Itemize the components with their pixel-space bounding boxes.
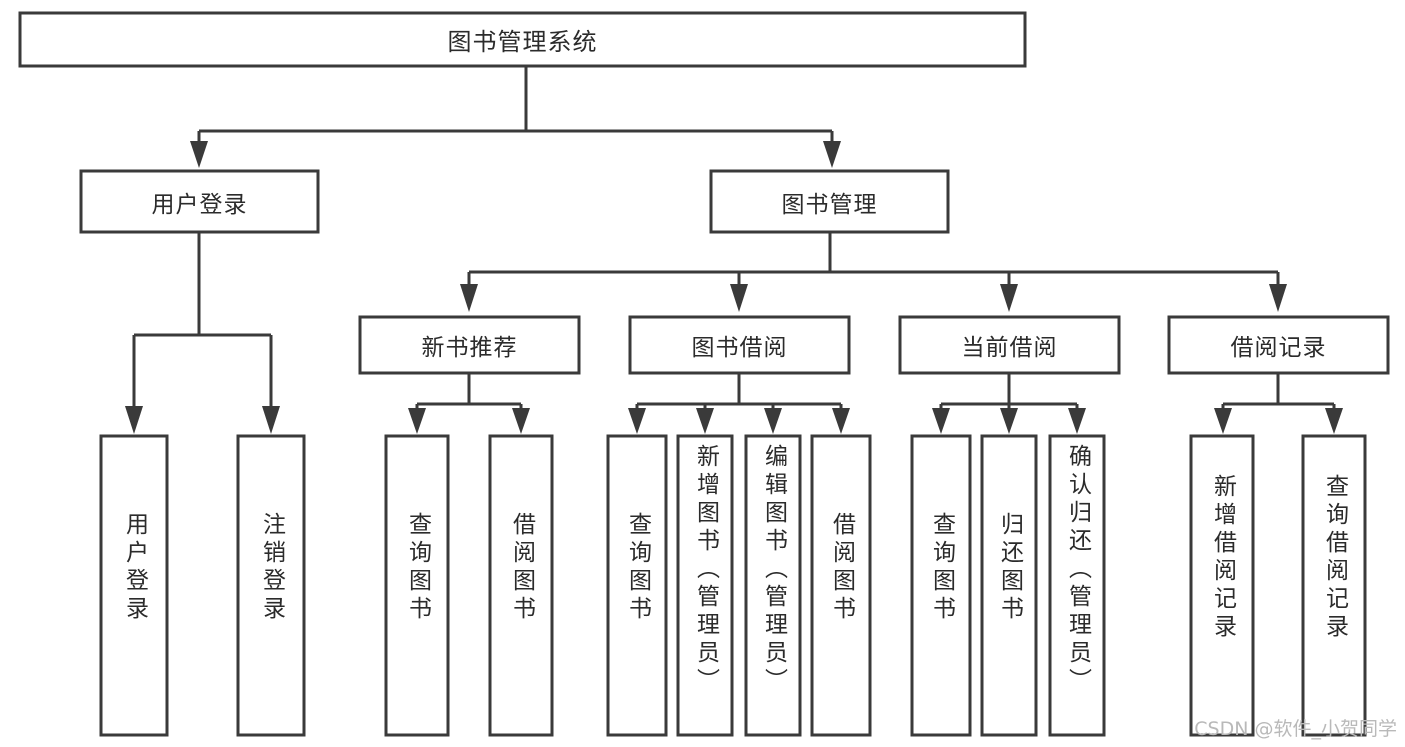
node-leaf-user-logout-box[interactable] <box>236 434 306 737</box>
watermark-text: CSDN @软件_小贺同学 <box>1194 718 1397 740</box>
arrowhead-book-borrow <box>730 284 748 312</box>
node-leaf-query-record-box[interactable] <box>1301 434 1367 737</box>
node-root-box[interactable] <box>18 11 1027 68</box>
arrowhead-new-book-recommend <box>460 284 478 312</box>
node-leaf-borrow-book-2-box[interactable] <box>810 434 872 737</box>
node-leaf-borrow-book-1-box[interactable] <box>488 434 554 737</box>
node-leaf-add-book-box[interactable] <box>676 434 734 737</box>
arrowhead-leaf-borrow-book-2 <box>832 408 850 434</box>
arrowhead-leaf-return-book <box>1000 408 1018 434</box>
node-leaf-edit-book-box[interactable] <box>744 434 802 737</box>
node-leaf-query-book-1-box[interactable] <box>384 434 450 737</box>
node-leaf-query-book-2-box[interactable] <box>606 434 668 737</box>
arrowhead-current-borrow <box>1000 284 1018 312</box>
node-leaf-confirm-return-box[interactable] <box>1048 434 1106 737</box>
arrowhead-leaf-user-logout <box>262 406 280 434</box>
arrowhead-leaf-edit-book <box>764 408 782 434</box>
arrowhead-leaf-add-record <box>1214 408 1232 434</box>
arrowhead-leaf-query-book-3 <box>932 408 950 434</box>
node-leaf-user-login-box[interactable] <box>99 434 169 737</box>
node-borrow-record-box[interactable] <box>1167 315 1390 375</box>
node-book-borrow-box[interactable] <box>628 315 851 375</box>
node-book-manage-box[interactable] <box>709 169 950 234</box>
arrowhead-leaf-add-book <box>696 408 714 434</box>
arrowhead-leaf-query-record <box>1325 408 1343 434</box>
arrowhead-leaf-query-book-1 <box>408 408 426 434</box>
arrowhead-leaf-query-book-2 <box>628 408 646 434</box>
arrowhead-leaf-user-login <box>125 406 143 434</box>
node-leaf-add-record-box[interactable] <box>1189 434 1255 737</box>
node-new-book-recommend-box[interactable] <box>358 315 581 375</box>
node-user-login-box[interactable] <box>79 169 320 234</box>
node-leaf-return-book-box[interactable] <box>980 434 1038 737</box>
arrowhead-leaf-borrow-book-1 <box>512 408 530 434</box>
arrowhead-leaf-confirm-return <box>1068 408 1086 434</box>
node-current-borrow-box[interactable] <box>898 315 1121 375</box>
arrowhead-borrow-record <box>1269 284 1287 312</box>
node-leaf-query-book-3-box[interactable] <box>910 434 972 737</box>
arrowhead-user-login <box>190 141 208 168</box>
arrowhead-book-manage <box>823 141 841 168</box>
